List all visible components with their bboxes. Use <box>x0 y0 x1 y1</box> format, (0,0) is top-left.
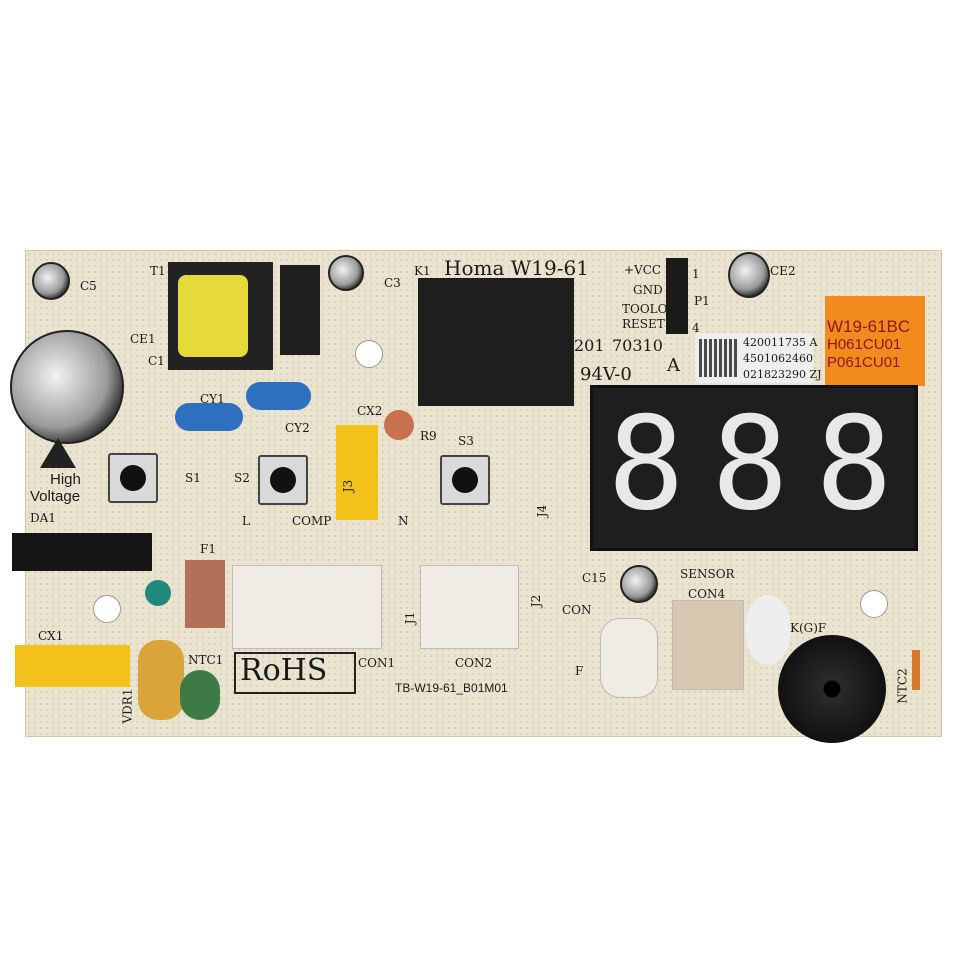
silk-cy1: CY1 <box>200 392 225 406</box>
silk-cy2: CY2 <box>285 421 310 435</box>
capacitor-c3 <box>328 255 364 291</box>
orange-label: W19-61BC H061CU01 P061CU01 <box>825 296 925 386</box>
silk-con: CON <box>562 603 592 617</box>
pin-label-vcc: +VCC <box>624 263 662 277</box>
capacitor-green <box>145 580 171 606</box>
fuse-kgf <box>745 595 791 665</box>
connector-con4[interactable] <box>672 600 744 690</box>
varistor-vdr1 <box>138 640 184 720</box>
connector-con[interactable] <box>600 618 658 698</box>
pin-4-label: 4 <box>692 321 700 335</box>
switch-s1[interactable] <box>108 453 158 503</box>
pin-label-gnd: GND <box>633 283 663 297</box>
ic-regulator <box>280 265 320 355</box>
silk-p1: P1 <box>694 294 710 308</box>
silk-l: L <box>242 514 250 528</box>
silk-kgf: K(G)F <box>790 621 827 635</box>
silk-c5: C5 <box>80 279 97 293</box>
bridge-rectifier-da1 <box>12 533 152 571</box>
silk-con2: CON2 <box>455 656 493 670</box>
silk-c1: C1 <box>148 354 165 368</box>
date-code-1: 201 <box>574 336 605 355</box>
sticker-line-3: 021823290 ZJ <box>743 368 822 381</box>
silk-r9: R9 <box>420 429 437 443</box>
silk-ce2: CE2 <box>770 264 796 278</box>
capacitor-c5 <box>32 262 70 300</box>
orange-label-line-3: P061CU01 <box>827 354 901 371</box>
silk-ntc1: NTC1 <box>188 653 224 667</box>
connector-con2[interactable] <box>420 565 519 649</box>
pin-label-reset: RESET <box>622 317 665 331</box>
silk-j4: J4 <box>535 504 550 518</box>
high-voltage-icon <box>40 438 76 468</box>
date-code-2: 70310 <box>612 336 663 355</box>
silk-comp: COMP <box>292 514 332 528</box>
orange-label-line-2: H061CU01 <box>827 336 902 353</box>
sticker-line-1: 420011735 A <box>743 336 818 349</box>
fuse-f1 <box>185 560 225 628</box>
seven-segment-display: 8 8 8 <box>590 385 918 551</box>
silk-con4: CON4 <box>688 587 726 601</box>
capacitor-ce1 <box>10 330 124 444</box>
capacitor-ce2 <box>728 252 770 298</box>
silk-j3: J3 <box>341 479 356 493</box>
display-digit-2: 8 <box>711 390 789 539</box>
silk-s2: S2 <box>234 471 250 485</box>
mounting-hole <box>93 595 121 623</box>
silk-vdr1: VDR1 <box>120 688 135 724</box>
silk-t1: T1 <box>150 264 166 278</box>
display-digit-1: 8 <box>607 390 685 539</box>
silk-n: N <box>398 514 409 528</box>
qr-sticker: 420011735 A 4501062460 021823290 ZJ <box>695 333 822 383</box>
capacitor-cx1 <box>15 645 130 687</box>
relay-k1 <box>418 278 574 406</box>
thermistor-ntc2 <box>912 650 920 690</box>
buzzer <box>778 635 886 743</box>
switch-s2[interactable] <box>258 455 308 505</box>
rohs-mark: RoHS <box>240 653 328 688</box>
silk-f1: F1 <box>200 542 216 556</box>
pin-header-p1[interactable] <box>666 258 688 334</box>
board-code: TB-W19-61_B01M01 <box>395 681 508 695</box>
silk-con1: CON1 <box>358 656 396 670</box>
silk-c15: C15 <box>582 571 607 585</box>
pin-1-label: 1 <box>692 267 700 281</box>
capacitor-c15 <box>620 565 658 603</box>
silk-s3: S3 <box>458 434 474 448</box>
silk-j2: J2 <box>529 594 544 608</box>
transformer-coil <box>178 275 248 357</box>
mounting-hole <box>355 340 383 368</box>
rohs-box <box>234 652 356 694</box>
capacitor-cy1 <box>175 403 243 431</box>
connector-con1[interactable] <box>232 565 382 649</box>
mounting-hole <box>860 590 888 618</box>
switch-s3[interactable] <box>440 455 490 505</box>
silk-j1: J1 <box>403 611 418 625</box>
silk-s1: S1 <box>185 471 201 485</box>
silk-ce1: CE1 <box>130 332 156 346</box>
silk-sensor: SENSOR <box>680 567 735 581</box>
sticker-line-2: 4501062460 <box>743 352 813 365</box>
flammability-rating: 94V-0 <box>580 364 632 385</box>
silk-f: F <box>575 664 584 678</box>
marker-a: A <box>667 355 680 376</box>
silk-cx2: CX2 <box>357 404 383 418</box>
capacitor-cx2 <box>336 425 378 520</box>
capacitor-cy2 <box>246 382 311 410</box>
silk-k1: K1 <box>414 264 431 278</box>
silk-c3: C3 <box>384 276 401 290</box>
silk-da1: DA1 <box>30 511 56 525</box>
pin-label-toolo: TOOLO <box>622 302 668 316</box>
display-digit-3: 8 <box>815 390 893 539</box>
board-model: Homa W19-61 <box>444 256 589 280</box>
silk-cx1: CX1 <box>38 629 64 643</box>
qr-code <box>699 339 737 377</box>
orange-label-line-1: W19-61BC <box>827 317 911 336</box>
warning-voltage: Voltage <box>30 488 81 505</box>
resistor-r9 <box>384 410 414 440</box>
thermistor-ntc1 <box>180 670 220 720</box>
warning-high: High <box>50 471 81 488</box>
silk-ntc2: NTC2 <box>895 668 910 704</box>
